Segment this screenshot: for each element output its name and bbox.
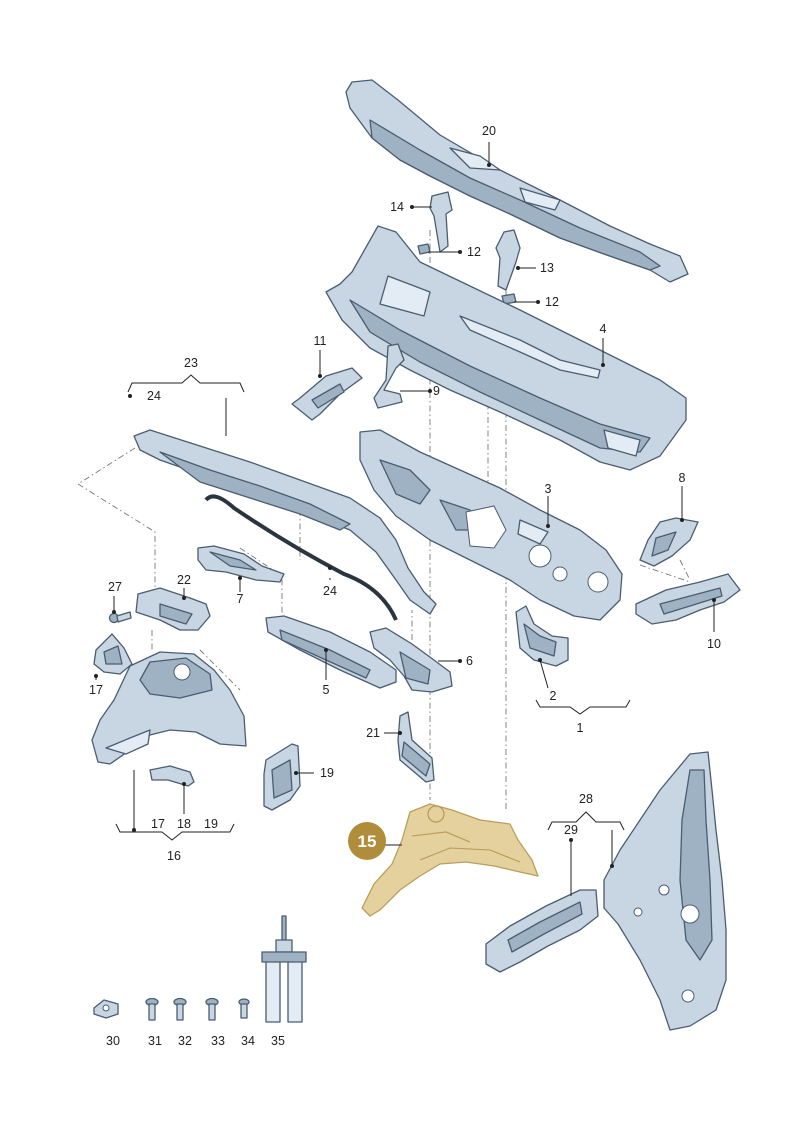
label-19b: 19 (204, 817, 218, 831)
part-32-bolt (173, 997, 187, 1021)
label-14: 14 (390, 200, 404, 214)
label-33: 33 (211, 1034, 225, 1048)
label-7: 7 (237, 592, 244, 606)
label-19a: 19 (320, 766, 334, 780)
part-31-bolt (145, 997, 159, 1021)
part-24-side-member (133, 429, 437, 615)
part-19-bracket (263, 743, 301, 811)
label-10: 10 (707, 637, 721, 651)
label-1: 1 (577, 721, 584, 735)
label-4: 4 (600, 322, 607, 336)
badge-15-label: 15 (358, 832, 377, 851)
part-17-bracket (93, 633, 133, 675)
badge-15[interactable]: 15 (348, 822, 386, 860)
label-5: 5 (323, 683, 330, 697)
label-2: 2 (550, 689, 557, 703)
part-8-bracket (639, 517, 699, 567)
label-17b: 17 (151, 817, 165, 831)
label-3: 3 (545, 482, 552, 496)
part-33-bolt (205, 997, 219, 1021)
part-15-highlighted (361, 803, 539, 917)
part-14-bracket (429, 191, 453, 253)
label-12b: 12 (545, 295, 559, 309)
group-brackets (115, 374, 631, 841)
part-30-nut (93, 999, 119, 1019)
part-labels: 20 14 12 13 12 4 11 9 23 24 3 8 10 27 22… (89, 124, 721, 1048)
part-21-bracket (397, 711, 435, 783)
part-20-cross-member (345, 79, 689, 283)
label-20: 20 (482, 124, 496, 138)
label-24b: 24 (323, 584, 337, 598)
part-16-wheel-housing (91, 651, 247, 765)
label-28: 28 (579, 792, 593, 806)
label-9: 9 (433, 384, 440, 398)
part-13-bracket (495, 229, 521, 291)
part-12-clips (417, 243, 517, 305)
part-35-adhesive-cartridge (261, 915, 307, 1023)
label-32: 32 (178, 1034, 192, 1048)
part-5-rail (265, 615, 397, 689)
label-11: 11 (314, 334, 327, 348)
part-28-pillar-panel (603, 751, 727, 1031)
part-2-bracket (515, 605, 569, 667)
label-12a: 12 (467, 245, 481, 259)
part-34-bolt (238, 998, 250, 1019)
part-24-seal-strip (204, 494, 398, 621)
label-30: 30 (106, 1034, 120, 1048)
label-17a: 17 (89, 683, 103, 697)
label-24a: 24 (147, 389, 161, 403)
label-16: 16 (167, 849, 181, 863)
part-11-bracket (291, 367, 363, 421)
label-21: 21 (366, 726, 380, 740)
part-18-bracket (149, 765, 195, 787)
part-4-plenum-panel (325, 225, 687, 471)
label-6: 6 (466, 654, 473, 668)
part-6-bracket (369, 627, 453, 693)
label-23: 23 (184, 356, 198, 370)
part-29-bracket (485, 889, 599, 973)
part-3-bulkhead (359, 429, 623, 621)
label-35: 35 (271, 1034, 285, 1048)
leader-lines (94, 142, 716, 896)
label-29: 29 (564, 823, 578, 837)
part-27-bolt (108, 611, 132, 624)
label-13: 13 (540, 261, 554, 275)
label-22: 22 (177, 573, 191, 587)
part-9-bracket (373, 343, 405, 409)
part-7-bracket (197, 545, 285, 583)
label-18: 18 (177, 817, 191, 831)
part-10-bracket (635, 573, 741, 625)
part-22-bracket (135, 587, 211, 631)
label-27: 27 (108, 580, 122, 594)
label-8: 8 (679, 471, 686, 485)
label-34: 34 (241, 1034, 255, 1048)
label-31: 31 (148, 1034, 162, 1048)
